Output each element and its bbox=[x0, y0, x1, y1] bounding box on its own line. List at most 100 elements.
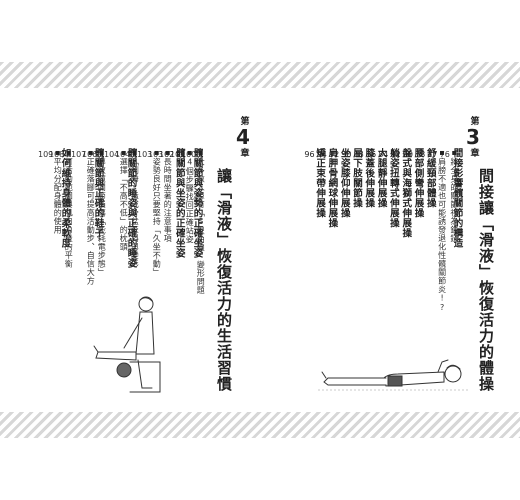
lying-exercise-illustration bbox=[318, 359, 468, 391]
toc-text: 躺姿扭轉式伸展操 bbox=[387, 148, 399, 228]
toc-text: 「側睡」造成骨盆歪斜與變形 bbox=[130, 157, 140, 269]
chapter-4-title: 讓「滑液」恢復活力的生活習慣 bbox=[215, 168, 233, 392]
toc-text: 大腿靜伸展操 bbox=[375, 148, 387, 208]
bullet-icon: ▪ bbox=[119, 148, 129, 158]
toc-text: 間接影響髖關節的構造 bbox=[451, 148, 463, 248]
toc-heading: 髖關節的睡姿與正確的睡姿 bbox=[125, 148, 137, 268]
toc-page-number: 106 bbox=[82, 150, 98, 159]
toc-heading: 髖關節與姿勢的正確坐姿 bbox=[191, 148, 203, 258]
toc-text: 矯正束帶伸展操 bbox=[314, 148, 326, 218]
chapter-label: 第 bbox=[238, 116, 249, 126]
toc-page-number: 77 bbox=[427, 150, 438, 159]
toc-text: 髖關節與正確的鞋子 bbox=[92, 148, 104, 238]
bullet-icon: ▪ bbox=[185, 148, 195, 158]
toc-text: 膝蓋後伸展操 bbox=[363, 148, 375, 208]
toc-text: 大多數人患有「S型曲線」變形問題 bbox=[196, 157, 206, 295]
toc-text: 4個步驟找回正確站姿 bbox=[185, 157, 195, 244]
toc-page-number: 82 bbox=[390, 150, 401, 159]
toc-page-number: 101 bbox=[170, 150, 186, 159]
toc-text: 正確落腳可提高活動步、自信大方 bbox=[86, 157, 96, 286]
chapter-4-marker: 第4章 bbox=[236, 116, 251, 158]
toc-subitem: ▪姿勢良好只要堅持「久坐不動」103 bbox=[137, 148, 162, 277]
toc-page-number: 90 bbox=[341, 150, 352, 159]
toc-page-number: 88 bbox=[353, 150, 364, 159]
bullet-icon: ▪ bbox=[130, 148, 140, 158]
toc-text: 肩膀不適也可能誘發退化性髖關節炎!? bbox=[437, 157, 447, 313]
bullet-icon: ▪ bbox=[86, 148, 96, 158]
toc-text: 將全身的關節視為鎖鏈 bbox=[449, 157, 459, 243]
toc-text: 導致髖關節損傷「能耗電步態」 bbox=[97, 157, 107, 277]
toc-text: 盤式與海獅式伸展操 bbox=[400, 148, 412, 238]
toc-text: 可活動範圍與肌肉力量的平衡 bbox=[64, 157, 74, 269]
toc-text: 腰部側彎伸展操 bbox=[412, 148, 424, 218]
bullet-icon: ▪ bbox=[449, 148, 459, 158]
chapter-label-suffix: 章 bbox=[238, 148, 249, 158]
toc-page-number: 80 bbox=[402, 150, 413, 159]
chapter-3-marker: 第3章 bbox=[466, 116, 481, 158]
toc-heading: 髖關節與正確的鞋子 bbox=[92, 148, 104, 238]
toc-text: 髖關節的睡姿與正確的睡姿 bbox=[125, 148, 137, 268]
toc-text: 選擇「不高不低」的枕頭 bbox=[119, 157, 129, 252]
bullet-icon: ▪ bbox=[64, 148, 74, 158]
toc-text: 姿勢良好只要堅持「久坐不動」 bbox=[152, 157, 162, 277]
toc-page-number: 102 bbox=[159, 150, 175, 159]
bullet-icon: ▪ bbox=[163, 148, 173, 158]
toc-page-number: 107 bbox=[71, 150, 87, 159]
toc-page-number: 103 bbox=[148, 150, 164, 159]
toc-text: 髖關節與姿勢的正確坐姿 bbox=[191, 148, 203, 258]
toc-page-number: 78 bbox=[415, 150, 426, 159]
toc-page-number: 103 bbox=[137, 150, 153, 159]
chapter-label: 第 bbox=[468, 116, 479, 126]
chapter-number: 3 bbox=[466, 125, 481, 149]
toc-text: 舒緩頸部體操 bbox=[424, 148, 436, 208]
toc-text: 屈下肢關節操 bbox=[350, 148, 362, 208]
toc-heading: 如何維持身體的柔軟度 bbox=[59, 148, 71, 248]
toc-text: 平均分配身體的使用 bbox=[53, 157, 63, 235]
bullet-icon: ▪ bbox=[152, 148, 162, 158]
top-striped-band bbox=[0, 62, 520, 88]
chapter-number: 4 bbox=[236, 125, 251, 149]
toc-text: 長時間坐著的注意事項 bbox=[163, 157, 173, 243]
toc-page-number: 104 bbox=[115, 150, 131, 159]
toc-text: 肩胛骨網球伸展操 bbox=[326, 148, 338, 228]
bottom-striped-band bbox=[0, 412, 520, 438]
bullet-icon: ▪ bbox=[437, 148, 447, 158]
toc-text: 髖關節與坐姿的正確坐姿 bbox=[173, 148, 185, 258]
toc-page-number: 104 bbox=[104, 150, 120, 159]
toc-page-number: 76 bbox=[439, 150, 450, 159]
chapter-label-suffix: 章 bbox=[468, 148, 479, 158]
toc-page-number: 109 bbox=[38, 150, 54, 159]
toc-text: 如何維持身體的柔軟度 bbox=[59, 148, 71, 248]
toc-page-number: 108 bbox=[49, 150, 65, 159]
bullet-icon: ▪ bbox=[53, 148, 63, 158]
toc-text: 坐姿膝仰伸展操 bbox=[338, 148, 350, 218]
bullet-icon: ▪ bbox=[97, 148, 107, 158]
toc-page-number: 96 bbox=[304, 150, 315, 159]
toc-page-number: 92 bbox=[329, 150, 340, 159]
toc-page-number: 94 bbox=[316, 150, 327, 159]
toc-page-number: 86 bbox=[365, 150, 377, 159]
toc-heading: 間接影響髖關節的構造 bbox=[451, 148, 463, 248]
toc-page-number: 100 bbox=[181, 150, 197, 159]
bullet-icon: ▪ bbox=[196, 148, 206, 158]
toc-subitem: ▪導致髖關節損傷「能耗電步態」106 bbox=[82, 148, 107, 277]
